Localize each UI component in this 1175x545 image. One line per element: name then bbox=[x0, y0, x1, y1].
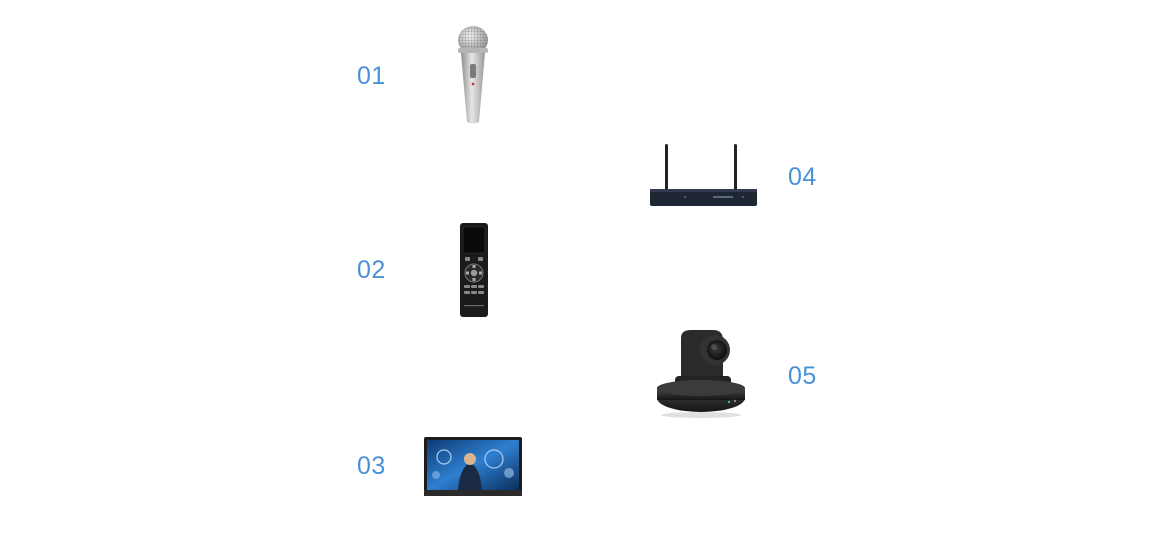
microphone-icon bbox=[452, 24, 494, 126]
ptz-camera-icon bbox=[655, 328, 747, 420]
display-panel-icon bbox=[424, 437, 522, 496]
wireless-receiver-icon bbox=[650, 144, 758, 208]
item-number-02: 02 bbox=[357, 256, 386, 284]
item-number-05: 05 bbox=[788, 362, 817, 390]
remote-control-icon bbox=[459, 223, 489, 318]
item-number-01: 01 bbox=[357, 62, 386, 90]
item-number-04: 04 bbox=[788, 163, 817, 191]
item-number-03: 03 bbox=[357, 452, 386, 480]
